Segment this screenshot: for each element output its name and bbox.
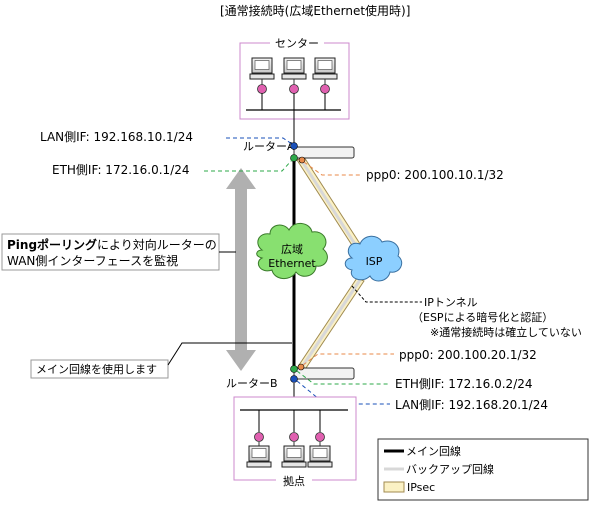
main-callout-text: メイン回線を使用します <box>36 362 157 376</box>
legend-ipsec-swatch <box>383 481 405 493</box>
router-a-eth-port <box>290 154 298 162</box>
router-b-lan-port <box>290 375 298 383</box>
wan-cloud-label-1: 広域 <box>281 243 303 256</box>
router-a-eth-leader <box>204 159 293 172</box>
wan-cloud: 広域 Ethernet <box>256 223 328 279</box>
isp-cloud-label: ISP <box>366 255 383 268</box>
router-b-eth-leader <box>296 370 390 385</box>
branch-pc-2 <box>281 432 307 468</box>
router-b-ppp-leader <box>302 353 394 366</box>
router-a-lan-port <box>290 142 298 150</box>
branch-pc-1 <box>246 432 272 468</box>
router-a-ppp0: ppp0: 200.100.10.1/32 <box>366 168 504 182</box>
router-a <box>293 146 355 159</box>
main-callout-box <box>30 359 169 379</box>
router-a-eth-if: ETH側IF: 172.16.0.1/24 <box>52 163 190 177</box>
router-b-label: ルーターB <box>226 377 278 390</box>
ping-callout-line2: WAN側インターフェースを監視 <box>7 253 178 268</box>
legend-ipsec-label: IPsec <box>407 481 435 494</box>
router-b-eth-port <box>290 365 298 373</box>
legend: メイン回線 バックアップ回線 IPsec <box>377 438 589 501</box>
wan-cloud-label-2: Ethernet <box>268 257 316 270</box>
router-b <box>293 367 355 380</box>
isp-cloud: ISP <box>344 235 403 282</box>
router-b-eth-if: ETH側IF: 172.16.0.2/24 <box>395 377 533 391</box>
monitoring-arrow <box>226 168 256 371</box>
page-title: [通常接続時(広域Ethernet使用時)] <box>220 3 410 18</box>
center-site-label: センター <box>275 37 319 50</box>
router-a-label: ルーターA <box>243 140 295 153</box>
router-a-ppp-port <box>298 156 306 164</box>
router-b-ppp0: ppp0: 200.100.20.1/32 <box>399 348 537 362</box>
router-a-lan-if: LAN側IF: 192.168.10.1/24 <box>40 130 193 144</box>
tunnel-leader <box>351 285 422 303</box>
router-a-lan-leader <box>226 137 293 145</box>
ping-callout-line1: Pingポーリングにより対向ルーターの <box>7 237 217 252</box>
router-a-ppp-leader <box>303 161 362 176</box>
legend-main-label: メイン回線 <box>406 444 461 458</box>
router-b-ppp-port <box>297 363 305 371</box>
branch-site-label: 拠点 <box>283 475 305 488</box>
branch-pc-3 <box>307 432 333 468</box>
tunnel-note-1: IPトンネル <box>424 296 478 309</box>
tunnel-note-2: （ESPによる暗号化と認証） <box>412 310 553 324</box>
legend-backup-label: バックアップ回線 <box>406 462 494 476</box>
router-b-lan-if: LAN側IF: 192.168.20.1/24 <box>395 398 548 412</box>
tunnel-note-3: ※通常接続時は確立していない <box>430 325 582 339</box>
